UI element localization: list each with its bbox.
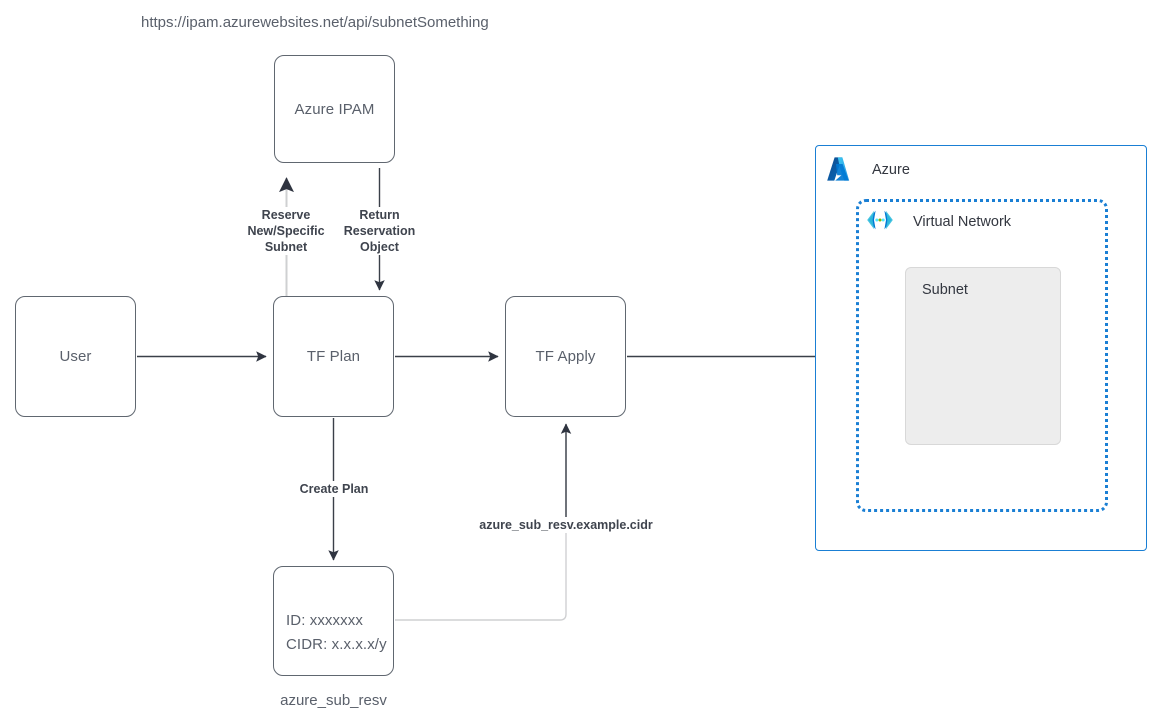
node-tf-plan[interactable]: TF Plan	[273, 296, 394, 417]
azure-logo-icon	[824, 155, 852, 183]
node-azure-sub-resv-caption: azure_sub_resv	[280, 692, 387, 709]
api-url-label: https://ipam.azurewebsites.net/api/subne…	[141, 14, 489, 31]
node-subnet[interactable]	[905, 267, 1061, 445]
edge-label-cidr-reference: azure_sub_resv.example.cidr	[432, 517, 700, 533]
node-azure-ipam[interactable]: Azure IPAM	[274, 55, 395, 163]
node-tf-plan-label: TF Plan	[306, 348, 361, 365]
node-user[interactable]: User	[15, 296, 136, 417]
node-tf-apply[interactable]: TF Apply	[505, 296, 626, 417]
virtual-network-icon	[866, 208, 894, 232]
node-azure-sub-resv[interactable]: ID: xxxxxxx CIDR: x.x.x.x/y	[273, 566, 394, 676]
node-user-label: User	[59, 348, 92, 365]
node-tf-apply-label: TF Apply	[535, 348, 596, 365]
container-virtual-network-label: Virtual Network	[913, 214, 1012, 230]
container-virtual-network	[856, 199, 1108, 512]
node-azure-sub-resv-cidr: CIDR: x.x.x.x/y	[286, 636, 387, 653]
edge-label-reserve: Reserve New/Specific Subnet	[233, 207, 339, 255]
edge-label-return: Return Reservation Object	[330, 207, 429, 255]
node-subnet-label: Subnet	[922, 282, 968, 298]
edge-label-create-plan: Create Plan	[281, 481, 387, 497]
node-azure-ipam-label: Azure IPAM	[294, 100, 375, 118]
node-azure-sub-resv-id: ID: xxxxxxx	[286, 612, 363, 629]
container-azure-label: Azure	[872, 162, 910, 178]
